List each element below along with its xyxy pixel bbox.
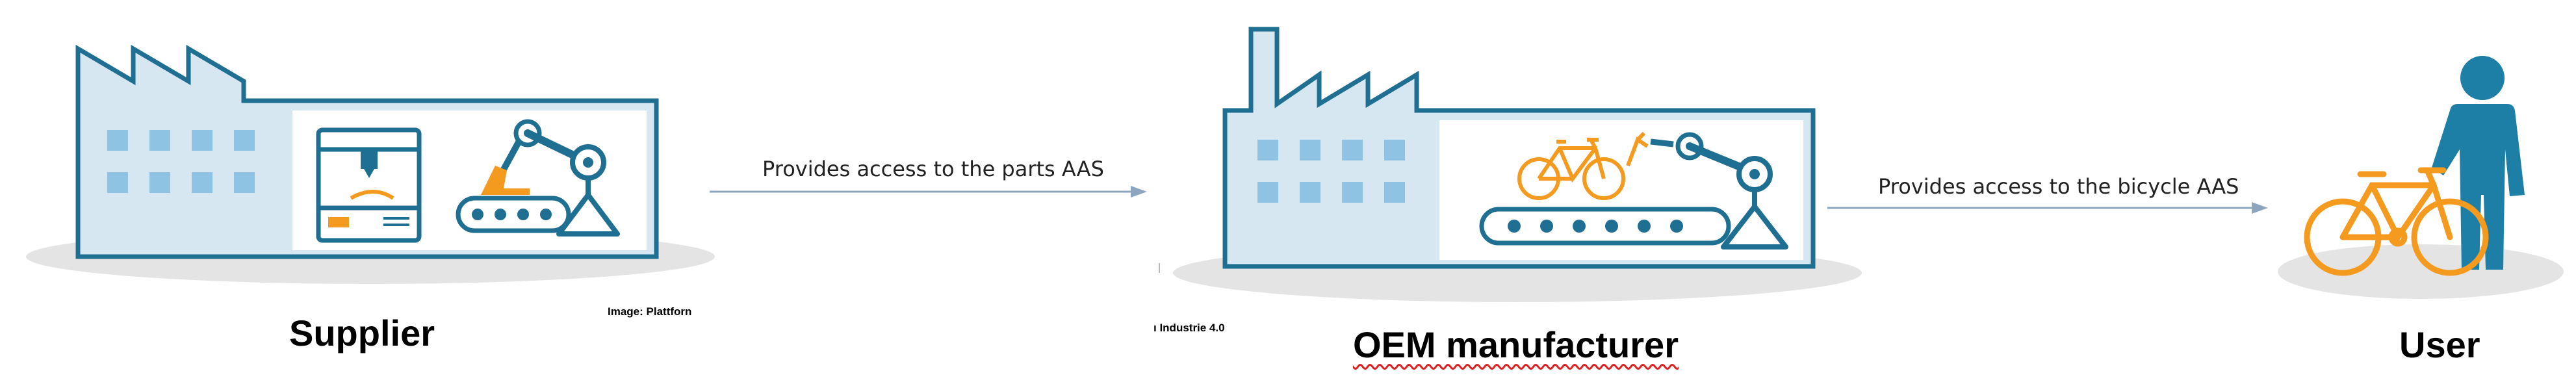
conveyor-icon bbox=[1479, 204, 1788, 250]
arrow-head-2 bbox=[2252, 202, 2268, 214]
arrow-head-1 bbox=[1131, 186, 1147, 198]
robot-arm-icon bbox=[497, 119, 606, 195]
edge-label-oem-to-user: Provides access to the bicycle AAS bbox=[1878, 174, 2239, 199]
oem-windows bbox=[1257, 140, 1405, 203]
supplier-node bbox=[26, 44, 715, 284]
user-node bbox=[2278, 56, 2564, 299]
person-icon bbox=[2432, 56, 2525, 270]
oem-label: OEM manufacturer bbox=[1353, 324, 1679, 365]
user-label: User bbox=[2399, 324, 2480, 365]
edge-oem-to-user bbox=[1827, 202, 2268, 214]
supplier-part-icon bbox=[481, 166, 530, 195]
edge-supplier-to-oem bbox=[710, 186, 1147, 198]
image-credit-right: ı Industrie 4.0 bbox=[1153, 322, 1225, 334]
supplier-label: Supplier bbox=[289, 313, 435, 353]
bicycle-fork-part-icon bbox=[1626, 131, 1649, 167]
robot-arm-icon bbox=[1650, 132, 1773, 207]
3d-printer-icon bbox=[316, 127, 422, 243]
supplier-windows bbox=[107, 130, 255, 193]
image-credit-left: Image: Plattforn bbox=[608, 305, 692, 318]
oem-node bbox=[1159, 27, 1862, 302]
conveyor-icon bbox=[456, 192, 620, 237]
bicycle-icon bbox=[1517, 138, 1625, 200]
edge-label-supplier-to-oem: Provides access to the parts AAS bbox=[762, 157, 1104, 181]
bicycle-icon bbox=[2304, 167, 2489, 276]
